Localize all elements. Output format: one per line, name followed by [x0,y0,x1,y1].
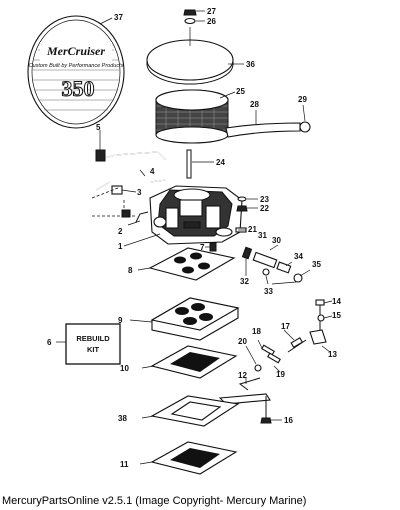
callout-20: 20 [238,337,247,346]
callout-23: 23 [260,195,269,204]
callout-11: 11 [120,460,129,469]
callout-3: 3 [137,188,142,197]
callout-19: 19 [276,370,285,379]
callout-30: 30 [272,236,281,245]
callout-13: 13 [328,350,337,359]
rebuild-kit-box: REBUILD KIT [56,323,121,365]
flame-arrestor-25 [155,89,236,144]
callout-25: 25 [236,87,245,96]
stud-24 [186,149,214,179]
callout-22: 22 [260,204,269,213]
carburetor-exploded-diagram: MerCruiser Custom Built by Performance P… [27,7,341,475]
callout-31: 31 [258,231,267,240]
gasket-11 [139,441,238,475]
nut-22 [236,205,258,212]
vent-hose-28 [225,110,301,138]
fitting-2 [121,209,141,226]
callout-17: 17 [281,322,290,331]
callout-38: 38 [118,414,127,423]
rebuild-kit-line1: REBUILD [76,334,110,343]
carburetor-1 [123,185,243,247]
callout-10: 10 [120,364,129,373]
callout-24: 24 [216,158,225,167]
callout-14: 14 [332,297,341,306]
callout-18: 18 [252,327,261,336]
callout-33: 33 [264,287,273,296]
callout-5: 5 [96,123,101,132]
callout-21: 21 [248,225,257,234]
plate-38 [141,395,240,427]
fuel-line-4 [95,151,167,191]
decal-brand: MerCruiser [46,44,105,58]
copyright-footer: MercuryPartsOnline v2.5.1 (Image Copyrig… [2,495,307,507]
throttle-linkage [218,299,333,424]
callout-37: 37 [114,13,123,22]
callout-12: 12 [238,371,247,380]
spacer-9 [129,297,240,341]
callout-7: 7 [200,243,205,252]
callout-27: 27 [207,7,216,16]
callout-8: 8 [128,266,133,275]
screw-7 [205,242,217,252]
air-cleaner-cover [146,27,244,85]
callout-36: 36 [246,60,255,69]
washer-23 [237,196,258,202]
callout-35: 35 [312,260,321,269]
callout-26: 26 [207,17,216,26]
fitting-5 [95,130,106,162]
callout-1: 1 [118,242,123,251]
callout-34: 34 [294,252,303,261]
callout-32: 32 [240,277,249,286]
callout-29: 29 [298,95,307,104]
callout-6: 6 [47,338,52,347]
callout-9: 9 [118,316,123,325]
gasket-10 [141,345,238,379]
decal-number: 350 [62,76,95,101]
callout-28: 28 [250,100,259,109]
fuel-inlet-group [241,244,311,285]
callout-4: 4 [150,167,155,176]
rebuild-kit-line2: KIT [87,345,100,354]
decal-tagline: Custom Built by Performance Products [29,63,124,69]
callout-15: 15 [332,311,341,320]
callout-16: 16 [284,416,293,425]
decal-37: MerCruiser Custom Built by Performance P… [27,15,125,129]
hose-clamp-29 [299,104,311,133]
screw-21 [235,227,247,233]
callout-2: 2 [118,227,123,236]
wing-nut-27 [183,9,205,16]
gasket-8 [137,247,236,281]
washer-26 [184,17,205,25]
